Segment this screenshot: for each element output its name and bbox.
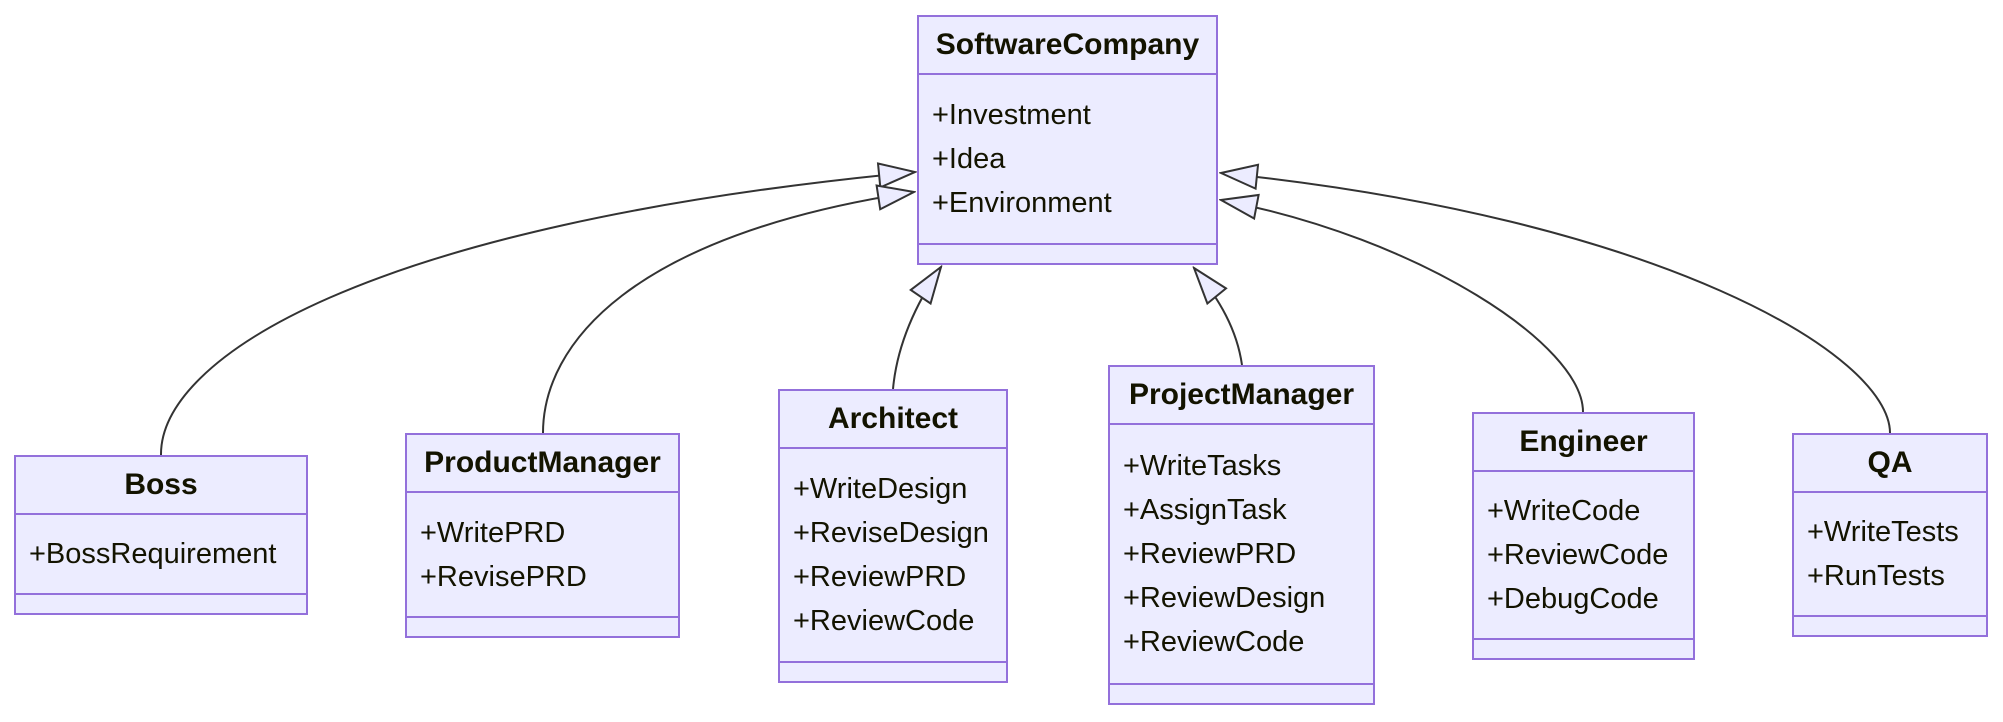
class-box-boss: Boss +BossRequirement [14, 455, 308, 615]
class-methods-empty [1794, 615, 1986, 635]
class-title: ProjectManager [1110, 367, 1373, 425]
class-member: +WriteTests [1807, 516, 1959, 548]
class-member: +DebugCode [1487, 583, 1659, 615]
inheritance-arrow-productmanager [542, 192, 914, 434]
inheritance-arrow-projectmanager [1194, 268, 1243, 366]
inheritance-arrow-engineer [1221, 200, 1584, 413]
class-members: +Investment +Idea +Environment [919, 75, 1216, 243]
inheritance-arrow-boss [159, 172, 915, 456]
class-member: +ReviseDesign [793, 517, 989, 549]
inheritance-arrow-architect [892, 267, 941, 390]
class-methods-empty [780, 661, 1006, 681]
class-member: +Investment [932, 99, 1091, 131]
class-methods-empty [407, 616, 678, 636]
class-title: Engineer [1474, 414, 1693, 472]
inheritance-arrow-qa [1221, 173, 1891, 434]
class-members: +WriteTasks +AssignTask +ReviewPRD +Revi… [1110, 425, 1373, 683]
class-members: +WriteTests +RunTests [1794, 493, 1986, 615]
class-member: +WriteTasks [1123, 450, 1282, 482]
class-member: +Idea [932, 143, 1006, 175]
class-member: +WriteCode [1487, 495, 1641, 527]
class-methods-empty [16, 593, 306, 613]
class-members: +WriteDesign +ReviseDesign +ReviewPRD +R… [780, 449, 1006, 661]
class-methods-empty [1110, 683, 1373, 703]
class-box-productmanager: ProductManager +WritePRD +RevisePRD [405, 433, 680, 638]
class-member: +RevisePRD [420, 560, 587, 593]
class-members: +WritePRD +RevisePRD [407, 493, 678, 616]
class-methods-empty [1474, 638, 1693, 658]
class-title: QA [1794, 435, 1986, 493]
class-methods-empty [919, 243, 1216, 263]
class-box-softwarecompany: SoftwareCompany +Investment +Idea +Envir… [917, 15, 1218, 265]
class-member: +ReviewCode [1123, 626, 1305, 658]
class-box-qa: QA +WriteTests +RunTests [1792, 433, 1988, 637]
class-member: +AssignTask [1123, 494, 1287, 526]
class-member: +ReviewPRD [1123, 538, 1297, 570]
class-box-projectmanager: ProjectManager +WriteTasks +AssignTask +… [1108, 365, 1375, 705]
class-member: +ReviewCode [1487, 539, 1669, 571]
class-members: +BossRequirement [16, 515, 306, 593]
class-title: SoftwareCompany [919, 17, 1216, 75]
class-member: +RunTests [1807, 560, 1945, 592]
class-member: +ReviewDesign [1123, 582, 1326, 614]
class-member: +ReviewCode [793, 605, 975, 637]
class-title: Architect [780, 391, 1006, 449]
class-member: +BossRequirement [29, 538, 277, 570]
class-member: +ReviewPRD [793, 561, 967, 593]
class-members: +WriteCode +ReviewCode +DebugCode [1474, 472, 1693, 638]
class-title: ProductManager [407, 435, 678, 493]
class-member: +WritePRD [420, 516, 566, 549]
class-box-engineer: Engineer +WriteCode +ReviewCode +DebugCo… [1472, 412, 1695, 660]
class-title: Boss [16, 457, 306, 515]
class-box-architect: Architect +WriteDesign +ReviseDesign +Re… [778, 389, 1008, 683]
class-member: +Environment [932, 187, 1112, 219]
class-member: +WriteDesign [793, 473, 968, 505]
